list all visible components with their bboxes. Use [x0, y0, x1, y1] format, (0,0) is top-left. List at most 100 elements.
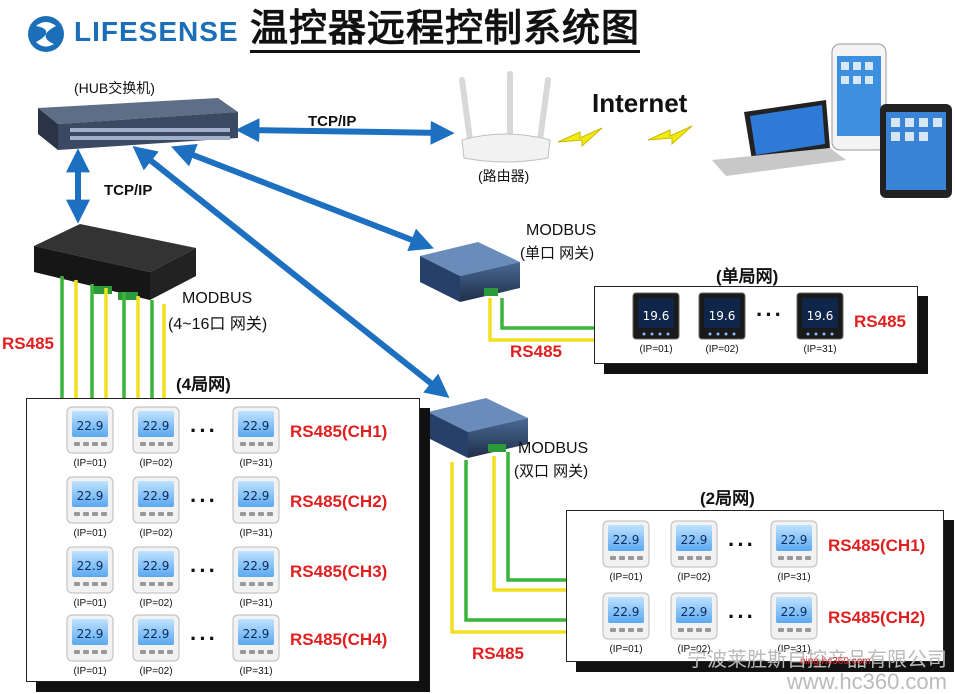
thermostat-icon: 22.9	[66, 406, 114, 454]
router-label: (路由器)	[478, 168, 530, 184]
svg-text:19.6: 19.6	[643, 309, 670, 323]
ellipsis: ···	[728, 604, 756, 629]
svg-text:22.9: 22.9	[143, 419, 170, 433]
hub-switch-icon	[38, 98, 238, 150]
thermostat-icon: 19.6	[796, 292, 844, 340]
thermostat-icon: 22.9	[232, 546, 280, 594]
thermostat-icon: 19.6	[698, 292, 746, 340]
four-net-title: (4局网)	[176, 375, 231, 394]
svg-text:22.9: 22.9	[77, 559, 104, 573]
thermostat-icon: 22.9	[770, 592, 818, 640]
single-net-title: (单局网)	[716, 267, 779, 286]
two-net-title: (2局网)	[700, 489, 755, 508]
svg-text:19.6: 19.6	[807, 309, 834, 323]
ip-label: (IP=01)	[609, 644, 643, 655]
gw4-label-2: (4~16口 网关)	[168, 316, 268, 333]
thermostat-icon: 22.9	[66, 476, 114, 524]
ellipsis: ···	[756, 302, 784, 327]
gw1-label-1: MODBUS	[526, 222, 597, 239]
svg-text:22.9: 22.9	[243, 559, 270, 573]
thermostat-icon: 22.9	[132, 476, 180, 524]
ellipsis: ···	[728, 532, 756, 557]
ellipsis: ···	[190, 488, 218, 513]
ip-label: (IP=02)	[139, 458, 173, 469]
channel-label: RS485(CH2)	[290, 492, 388, 511]
ip-label: (IP=01)	[73, 666, 107, 677]
wires-two-net	[450, 452, 566, 634]
ip-label: (IP=31)	[777, 644, 811, 655]
four-net-rs485-label: RS485	[2, 334, 54, 353]
thermostat-icon: 22.9	[232, 406, 280, 454]
svg-text:19.6: 19.6	[709, 309, 736, 323]
svg-text:22.9: 22.9	[243, 627, 270, 641]
tcpip-vertical-label: TCP/IP	[104, 182, 153, 199]
lightning-icon-2	[647, 125, 693, 146]
thermostat-icon: 22.9	[770, 520, 818, 568]
ip-label: (IP=01)	[609, 572, 643, 583]
brand-name: LIFESENSE	[74, 16, 239, 47]
phone-icon	[831, 43, 887, 151]
watermark-url: ning.hc360.com	[800, 656, 871, 667]
ellipsis: ···	[190, 558, 218, 583]
thermostat-icon: 22.9	[66, 546, 114, 594]
svg-text:22.9: 22.9	[243, 489, 270, 503]
svg-text:22.9: 22.9	[77, 627, 104, 641]
tablet-icon	[880, 104, 952, 198]
single-net-wire-label: RS485	[510, 342, 562, 361]
ip-label: (IP=31)	[239, 528, 273, 539]
svg-text:22.9: 22.9	[143, 559, 170, 573]
svg-text:22.9: 22.9	[613, 605, 640, 619]
page-title: 温控器远程控制系统图	[250, 6, 641, 53]
tcpip-arrows	[66, 118, 455, 398]
watermark-company: 宁波莱胜斯自控产品有限公司	[687, 649, 947, 671]
arrow-hub-gw2	[132, 146, 450, 398]
ip-label: (IP=31)	[239, 598, 273, 609]
svg-text:22.9: 22.9	[781, 605, 808, 619]
tcpip-horizontal-label: TCP/IP	[308, 113, 357, 130]
gw2-label-2: (双口 网关)	[514, 463, 589, 480]
gw1-label-2: (单口 网关)	[520, 245, 595, 262]
channel-label: RS485(CH4)	[290, 630, 388, 649]
channel-label: RS485(CH2)	[828, 608, 926, 627]
ip-label: (IP=02)	[677, 644, 711, 655]
ip-label: (IP=01)	[73, 528, 107, 539]
svg-text:22.9: 22.9	[143, 627, 170, 641]
wires-four-net	[60, 276, 166, 398]
svg-text:22.9: 22.9	[681, 533, 708, 547]
channel-label: RS485(CH3)	[290, 562, 388, 581]
thermostat-icon: 22.9	[232, 614, 280, 662]
ip-label: (IP=31)	[803, 344, 837, 355]
thermostat-icon: 22.9	[132, 614, 180, 662]
thermostat-icon: 22.9	[602, 592, 650, 640]
watermark: 宁波莱胜斯自控产品有限公司 www.hc360.com	[687, 649, 947, 693]
thermostat-icon: 22.9	[132, 546, 180, 594]
router-icon	[459, 71, 551, 163]
internet-label: Internet	[592, 88, 688, 118]
svg-text:22.9: 22.9	[77, 489, 104, 503]
gw4-label-1: MODBUS	[182, 290, 253, 307]
ellipsis: ···	[190, 626, 218, 651]
gateway-single-icon	[420, 242, 520, 302]
svg-text:22.9: 22.9	[143, 489, 170, 503]
ip-label: (IP=02)	[677, 572, 711, 583]
gateway-4-16-icon	[34, 224, 196, 300]
laptop-icon	[712, 100, 846, 176]
svg-text:22.9: 22.9	[613, 533, 640, 547]
gw2-label-1: MODBUS	[518, 440, 589, 457]
ellipsis: ···	[190, 418, 218, 443]
arrow-hub-router	[235, 118, 455, 145]
ip-label: (IP=31)	[239, 666, 273, 677]
thermostat-icon: 22.9	[602, 520, 650, 568]
ip-label: (IP=02)	[139, 666, 173, 677]
ip-label: (IP=02)	[705, 344, 739, 355]
ip-label: (IP=02)	[139, 598, 173, 609]
svg-text:22.9: 22.9	[77, 419, 104, 433]
thermostat-icon: 22.9	[670, 520, 718, 568]
thermostat-icon: 22.9	[232, 476, 280, 524]
ip-label: (IP=02)	[139, 528, 173, 539]
ip-label: (IP=01)	[639, 344, 673, 355]
lifesense-logo-icon	[28, 16, 64, 52]
arrow-hub-gw1	[171, 144, 434, 251]
thermostat-icon: 22.9	[670, 592, 718, 640]
